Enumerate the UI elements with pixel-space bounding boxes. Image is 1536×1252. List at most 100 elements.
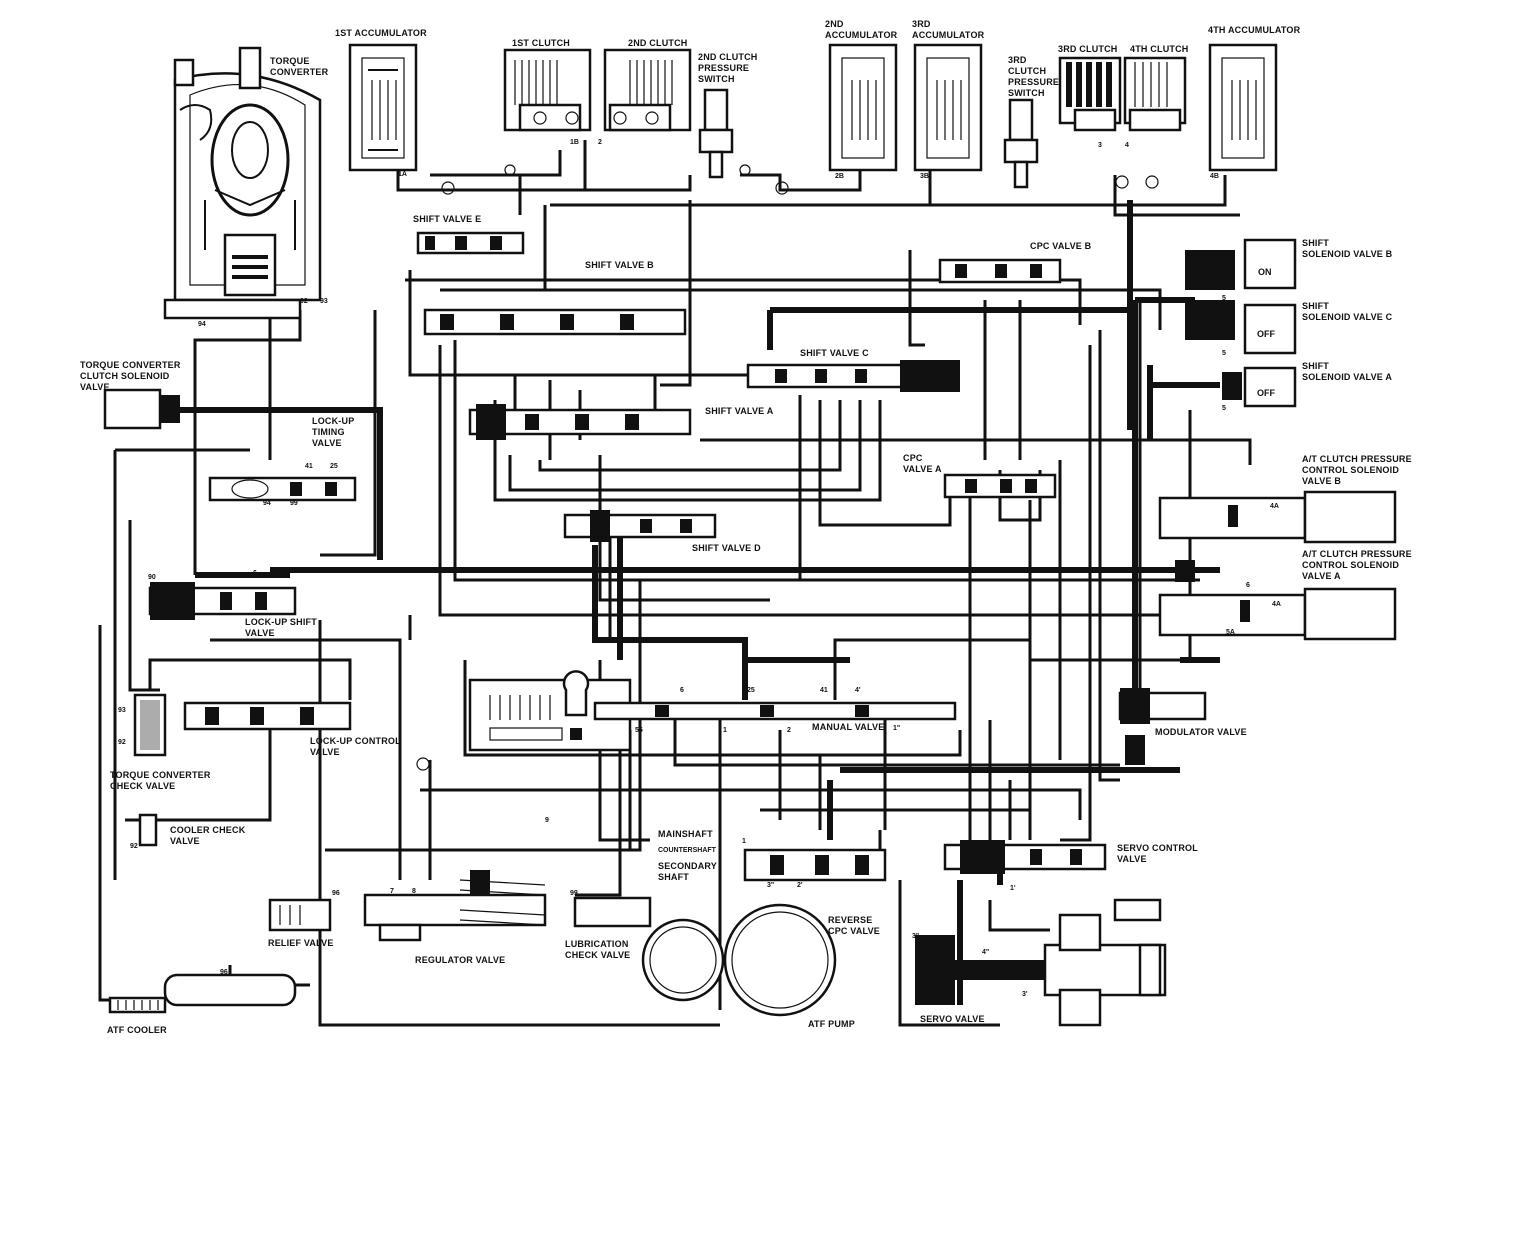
label-1st-accumulator: 1ST ACCUMULATOR	[335, 28, 427, 38]
port-label: 3'	[1022, 991, 1028, 998]
label-shift-valve-c: SHIFT VALVE C	[800, 348, 869, 358]
sol-a-state: OFF	[1257, 388, 1275, 398]
label-3rd-switch-l1: 3RD	[1008, 55, 1027, 65]
label-atc-b-l2: CONTROL SOLENOID	[1302, 465, 1399, 475]
sol-c-state: OFF	[1257, 329, 1275, 339]
label-atf-cooler: ATF COOLER	[107, 1025, 167, 1035]
label-lockup-control-l2: VALVE	[310, 747, 340, 757]
port-label: 41	[305, 463, 313, 470]
label-1st-clutch: 1ST CLUTCH	[512, 38, 570, 48]
servo-control-valve	[943, 840, 1107, 874]
label-secondary-l1: SECONDARY	[658, 861, 717, 871]
label-reverse-cpc-l1: REVERSE	[828, 915, 872, 925]
port-label: 55	[635, 727, 643, 734]
servo-valve	[915, 898, 1167, 1027]
port-label: 6	[680, 687, 684, 694]
port-numbers: 1A 1B 2 2B 3B 3 4 4B 92 93 94 94 99 41 2…	[118, 139, 1281, 998]
label-countershaft: COUNTERSHAFT	[658, 847, 717, 854]
port-label: 95	[172, 615, 180, 622]
cooler-check-valve	[138, 813, 158, 847]
port-label: 1	[723, 727, 727, 734]
label-sol-b-l2: SOLENOID VALVE B	[1302, 249, 1393, 259]
lubrication-check-valve	[573, 896, 652, 928]
shift-solenoid-valve-a	[1222, 366, 1297, 408]
port-label: 99	[570, 890, 578, 897]
port-label: 6	[253, 570, 257, 577]
label-lockup-timing-l1: LOCK-UP	[312, 416, 354, 426]
port-label: 2	[598, 139, 602, 146]
port-label: 5	[1222, 405, 1226, 412]
port-label: 94	[198, 321, 206, 328]
label-tc-solenoid-l1: TORQUE CONVERTER	[80, 360, 181, 370]
relief-valve	[268, 898, 332, 932]
port-label: 92	[300, 298, 308, 305]
label-sol-c-l1: SHIFT	[1302, 301, 1329, 311]
label-cooler-check-l2: VALVE	[170, 836, 200, 846]
shift-solenoid-valve-c	[1185, 300, 1297, 355]
label-lockup-shift-l2: VALVE	[245, 628, 275, 638]
port-label: 96	[220, 969, 228, 976]
port-label: 4A	[1272, 601, 1281, 608]
label-2nd-switch-l1: 2ND CLUTCH	[698, 52, 758, 62]
label-4th-clutch: 4TH CLUTCH	[1130, 44, 1189, 54]
label-torque-converter-l1: TORQUE	[270, 56, 310, 66]
port-label: 4"	[982, 949, 989, 956]
label-servo-control-l1: SERVO CONTROL	[1117, 843, 1198, 853]
port-label: 1B	[570, 139, 579, 146]
label-atc-b-l1: A/T CLUTCH PRESSURE	[1302, 454, 1412, 464]
clutch-4th	[1123, 56, 1187, 132]
label-sol-b-l1: SHIFT	[1302, 238, 1329, 248]
shift-valve-b	[423, 308, 687, 336]
label-sol-c-l2: SOLENOID VALVE C	[1302, 312, 1393, 322]
label-tc-check-l1: TORQUE CONVERTER	[110, 770, 211, 780]
shift-valve-d	[563, 510, 717, 542]
label-2nd-clutch: 2ND CLUTCH	[628, 38, 688, 48]
port-label: 3"	[912, 933, 919, 940]
port-label: 3"	[767, 882, 774, 889]
label-2nd-switch-l2: PRESSURE	[698, 63, 749, 73]
modulator-valve	[1118, 688, 1207, 765]
shift-valve-c	[746, 360, 960, 392]
check-balls	[416, 164, 1159, 771]
port-label: 94	[263, 500, 271, 507]
clutch-1st	[503, 48, 592, 132]
label-secondary-l2: SHAFT	[658, 872, 689, 882]
label-lockup-control-l1: LOCK-UP CONTROL	[310, 736, 401, 746]
component-labels: 1ST ACCUMULATOR TORQUE CONVERTER 1ST CLU…	[80, 19, 1412, 1035]
label-lube-check-l2: CHECK VALVE	[565, 950, 630, 960]
label-shift-valve-d: SHIFT VALVE D	[692, 543, 761, 553]
label-tc-solenoid-l3: VALVE	[80, 382, 110, 392]
port-label: 90	[148, 574, 156, 581]
clutch-3rd	[1058, 56, 1122, 132]
label-modulator-valve: MODULATOR VALVE	[1155, 727, 1247, 737]
label-lockup-shift-l1: LOCK-UP SHIFT	[245, 617, 317, 627]
port-label: 2	[787, 727, 791, 734]
port-label: 9	[545, 817, 549, 824]
label-3rd-accumulator-l2: ACCUMULATOR	[912, 30, 985, 40]
atf-pump	[641, 903, 837, 1017]
port-label: 6	[1246, 582, 1250, 589]
port-label: 4B	[1210, 173, 1219, 180]
cpc-valve-a	[943, 473, 1057, 499]
port-label: 3	[1098, 142, 1102, 149]
label-sol-a-l2: SOLENOID VALVE A	[1302, 372, 1392, 382]
pressure-switch-2nd	[698, 88, 734, 179]
port-label: 99	[290, 500, 298, 507]
label-lockup-timing-l2: TIMING	[312, 427, 345, 437]
port-label: 25	[330, 463, 338, 470]
pressure-switch-3rd	[1003, 98, 1039, 189]
shift-solenoid-valve-b	[1185, 238, 1297, 290]
shift-valve-a	[468, 404, 692, 440]
torque-converter	[163, 46, 322, 320]
label-2nd-switch-l3: SWITCH	[698, 74, 735, 84]
port-label: 1	[742, 838, 746, 845]
label-sol-a-l1: SHIFT	[1302, 361, 1329, 371]
port-label: 93	[320, 298, 328, 305]
port-label: 8	[412, 888, 416, 895]
shift-valve-e	[416, 231, 525, 255]
sol-b-state: ON	[1258, 267, 1272, 277]
label-atc-a-l1: A/T CLUTCH PRESSURE	[1302, 549, 1412, 559]
label-2nd-accumulator-l1: 2ND	[825, 19, 844, 29]
label-reverse-cpc-l2: CPC VALVE	[828, 926, 880, 936]
label-shift-valve-b: SHIFT VALVE B	[585, 260, 654, 270]
